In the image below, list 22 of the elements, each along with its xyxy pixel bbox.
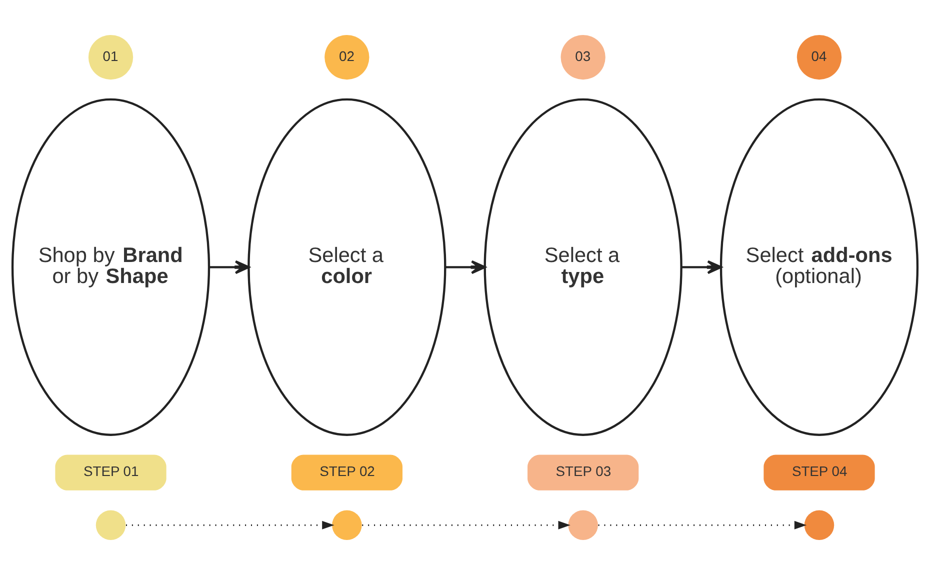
arrow [362, 520, 570, 529]
node-circle [332, 510, 362, 540]
node-ellipse: Select a color [248, 98, 446, 436]
node-circle: 04 [796, 34, 842, 80]
node-box: STEP 01 [55, 454, 166, 490]
node-circle: 03 [560, 34, 606, 80]
node-ellipse: Shop by Brand or by Shape [11, 98, 210, 436]
node-circle [568, 510, 598, 540]
node-circle [804, 510, 834, 540]
node-box: STEP 03 [528, 454, 639, 490]
arrow [209, 260, 250, 274]
node-circle: 01 [88, 34, 134, 80]
node-circle [96, 510, 126, 540]
node-ellipse: Select a type [484, 98, 682, 436]
node-box: STEP 04 [764, 454, 875, 490]
arrow [598, 520, 807, 529]
arrow [681, 260, 722, 274]
arrow [445, 260, 486, 274]
node-box: STEP 02 [291, 454, 402, 490]
node-ellipse: Select add-ons (optional) [720, 98, 919, 436]
node-circle: 02 [324, 34, 370, 80]
arrow [126, 520, 334, 529]
